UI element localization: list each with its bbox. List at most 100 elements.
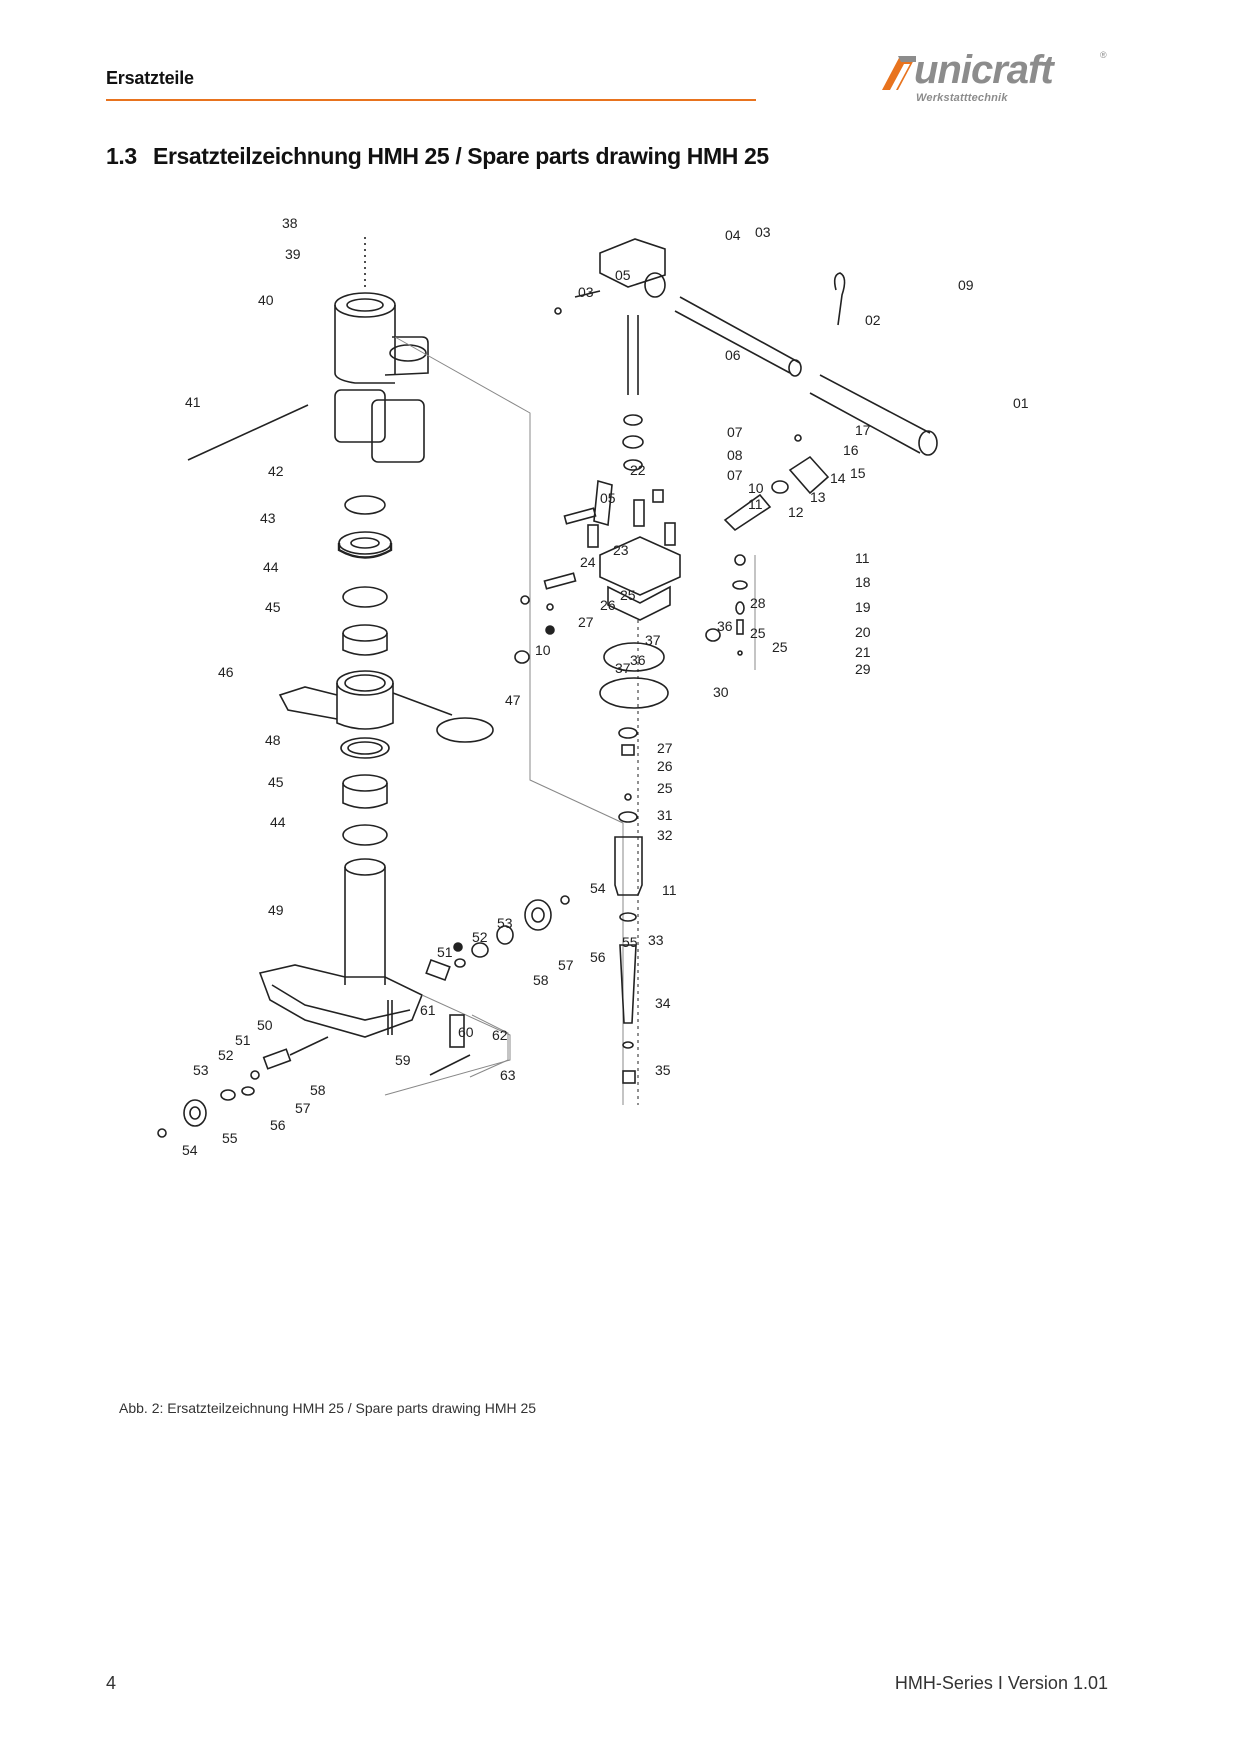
part-label: 62 bbox=[492, 1027, 508, 1043]
part-label: 52 bbox=[218, 1047, 234, 1063]
part-label: 31 bbox=[657, 807, 673, 823]
logo-mark-icon bbox=[882, 56, 916, 90]
header-rule bbox=[106, 99, 756, 101]
header-section-title: Ersatzteile bbox=[106, 68, 194, 88]
part-label: 45 bbox=[265, 599, 281, 615]
part-label: 27 bbox=[578, 614, 594, 630]
part-label: 42 bbox=[268, 463, 284, 479]
part-label: 26 bbox=[657, 758, 673, 774]
part-label: 03 bbox=[755, 224, 771, 240]
part-label: 09 bbox=[958, 277, 974, 293]
part-label: 51 bbox=[235, 1032, 251, 1048]
part-label: 37 bbox=[645, 632, 661, 648]
part-label: 44 bbox=[270, 814, 286, 830]
part-label: 47 bbox=[505, 692, 521, 708]
part-label: 25 bbox=[657, 780, 673, 796]
part-label: 25 bbox=[750, 625, 766, 641]
part-label: 48 bbox=[265, 732, 281, 748]
part-label: 40 bbox=[258, 292, 274, 308]
part-label: 01 bbox=[1013, 395, 1029, 411]
part-label: 21 bbox=[855, 644, 871, 660]
part-label: 20 bbox=[855, 624, 871, 640]
part-label: 36 bbox=[717, 618, 733, 634]
part-label: 61 bbox=[420, 1002, 436, 1018]
part-label: 05 bbox=[600, 490, 616, 506]
part-label: 57 bbox=[558, 957, 574, 973]
part-label: 18 bbox=[855, 574, 871, 590]
logo-registered-mark: ® bbox=[1100, 50, 1107, 60]
part-label: 23 bbox=[613, 542, 629, 558]
part-label: 10 bbox=[535, 642, 551, 658]
part-label: 60 bbox=[458, 1024, 474, 1040]
part-label: 37 bbox=[615, 660, 631, 676]
part-label: 26 bbox=[600, 597, 616, 613]
section-heading: 1.3 Ersatzteilzeichnung HMH 25 / Spare pa… bbox=[106, 143, 769, 170]
part-label: 25 bbox=[620, 587, 636, 603]
part-label: 34 bbox=[655, 995, 671, 1011]
part-label: 15 bbox=[850, 465, 866, 481]
part-label: 49 bbox=[268, 902, 284, 918]
part-label: 59 bbox=[395, 1052, 411, 1068]
part-label: 28 bbox=[750, 595, 766, 611]
part-label: 58 bbox=[533, 972, 549, 988]
part-label: 55 bbox=[622, 934, 638, 950]
part-label: 14 bbox=[830, 470, 846, 486]
part-label: 12 bbox=[788, 504, 804, 520]
part-label: 27 bbox=[657, 740, 673, 756]
section-title-text: Ersatzteilzeichnung HMH 25 / Spare parts… bbox=[153, 143, 769, 169]
part-label: 05 bbox=[615, 267, 631, 283]
page-number: 4 bbox=[106, 1673, 117, 1693]
part-label: 36 bbox=[630, 652, 646, 668]
part-label: 46 bbox=[218, 664, 234, 680]
part-label: 04 bbox=[725, 227, 741, 243]
part-label: 17 bbox=[855, 422, 871, 438]
part-label: 29 bbox=[855, 661, 871, 677]
part-label: 55 bbox=[222, 1130, 238, 1146]
part-label: 54 bbox=[590, 880, 606, 896]
part-label: 11 bbox=[855, 550, 870, 566]
part-label: 53 bbox=[193, 1062, 209, 1078]
part-label: 52 bbox=[472, 929, 488, 945]
spare-parts-drawing: 38 39 40 41 42 43 44 45 46 47 48 45 44 4… bbox=[157, 215, 1029, 1158]
part-label: 10 bbox=[748, 480, 764, 496]
part-label: 19 bbox=[855, 599, 871, 615]
part-label: 58 bbox=[310, 1082, 326, 1098]
part-label: 45 bbox=[268, 774, 284, 790]
part-label: 11 bbox=[662, 882, 677, 898]
part-label: 11 bbox=[748, 496, 763, 512]
logo-wordmark: unicraft bbox=[914, 48, 1054, 92]
part-label: 33 bbox=[648, 932, 664, 948]
part-label: 51 bbox=[437, 944, 453, 960]
section-number: 1.3 bbox=[106, 143, 137, 169]
part-label: 03 bbox=[578, 284, 594, 300]
part-label: 13 bbox=[810, 489, 826, 505]
part-label: 56 bbox=[270, 1117, 286, 1133]
part-label: 39 bbox=[285, 246, 301, 262]
part-label: 32 bbox=[657, 827, 673, 843]
part-label: 56 bbox=[590, 949, 606, 965]
part-label: 07 bbox=[727, 467, 743, 483]
part-label: 24 bbox=[580, 554, 596, 570]
part-label: 57 bbox=[295, 1100, 311, 1116]
part-label: 25 bbox=[772, 639, 788, 655]
part-label: 22 bbox=[630, 462, 646, 478]
part-label: 38 bbox=[282, 215, 298, 231]
figure-caption: Abb. 2: Ersatzteilzeichnung HMH 25 / Spa… bbox=[119, 1400, 537, 1416]
part-label: 02 bbox=[865, 312, 881, 328]
unicraft-logo: unicraft ® Werkstatttechnik bbox=[876, 46, 1110, 108]
part-label: 16 bbox=[843, 442, 859, 458]
document-version: HMH-Series I Version 1.01 bbox=[894, 1673, 1108, 1693]
part-label: 44 bbox=[263, 559, 279, 575]
part-label: 30 bbox=[713, 684, 729, 700]
part-label: 53 bbox=[497, 915, 513, 931]
part-label: 50 bbox=[257, 1017, 273, 1033]
part-label: 07 bbox=[727, 424, 743, 440]
logo-tagline: Werkstatttechnik bbox=[916, 92, 1008, 104]
part-label: 06 bbox=[725, 347, 741, 363]
part-label: 41 bbox=[185, 394, 201, 410]
part-label: 35 bbox=[655, 1062, 671, 1078]
part-label: 43 bbox=[260, 510, 276, 526]
part-label: 08 bbox=[727, 447, 743, 463]
part-label: 63 bbox=[500, 1067, 516, 1083]
part-label: 54 bbox=[182, 1142, 198, 1158]
